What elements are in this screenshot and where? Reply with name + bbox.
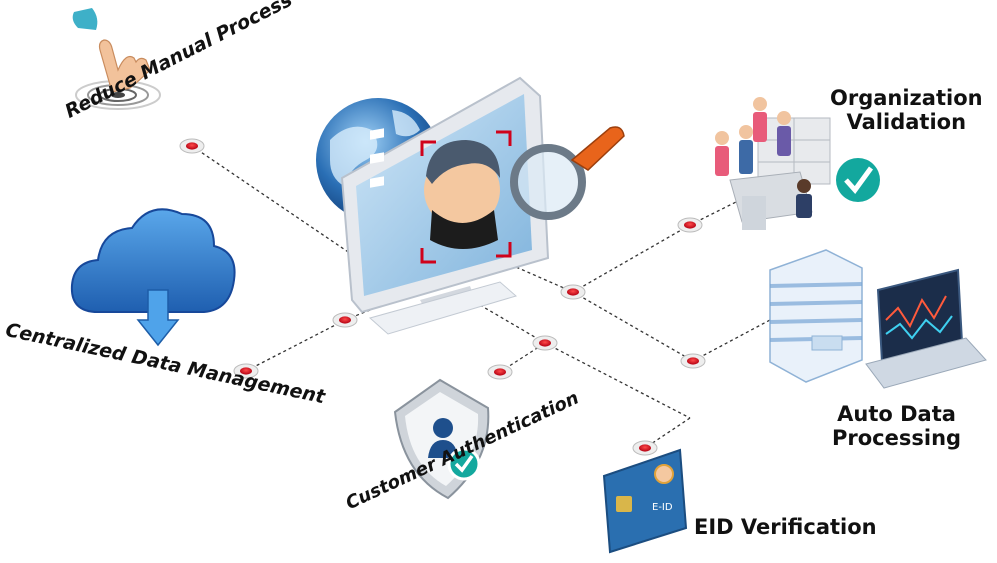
organization-validation-label: Organization Validation bbox=[830, 86, 983, 134]
monitor-icon bbox=[340, 76, 550, 335]
connector-nodes bbox=[179, 138, 706, 456]
node bbox=[560, 284, 586, 300]
node bbox=[233, 363, 259, 379]
organization-validation-line1: Organization bbox=[830, 86, 983, 110]
node bbox=[680, 353, 706, 369]
cloud-download-icon bbox=[70, 208, 236, 347]
auto-data-processing-label: Auto Data Processing bbox=[832, 402, 961, 450]
node bbox=[332, 312, 358, 328]
eid-card-icon: E-ID bbox=[602, 448, 688, 554]
node bbox=[632, 440, 658, 456]
organization-validation-line2: Validation bbox=[846, 110, 967, 135]
connector-lines bbox=[191, 145, 771, 449]
auto-data-processing-line1: Auto Data bbox=[837, 402, 956, 426]
office-team-icon bbox=[715, 97, 880, 230]
auto-data-processing-line2: Processing bbox=[832, 426, 962, 451]
shield-icon bbox=[393, 378, 490, 500]
node bbox=[487, 364, 513, 380]
touch-hand-icon bbox=[72, 8, 161, 110]
node bbox=[179, 138, 205, 154]
node bbox=[677, 217, 703, 233]
node bbox=[532, 335, 558, 351]
eid-verification-label: EID Verification bbox=[694, 515, 877, 539]
magnifier-icon bbox=[510, 126, 625, 220]
server-laptop-icon bbox=[769, 249, 987, 389]
eid-card-text: E-ID bbox=[652, 502, 673, 513]
